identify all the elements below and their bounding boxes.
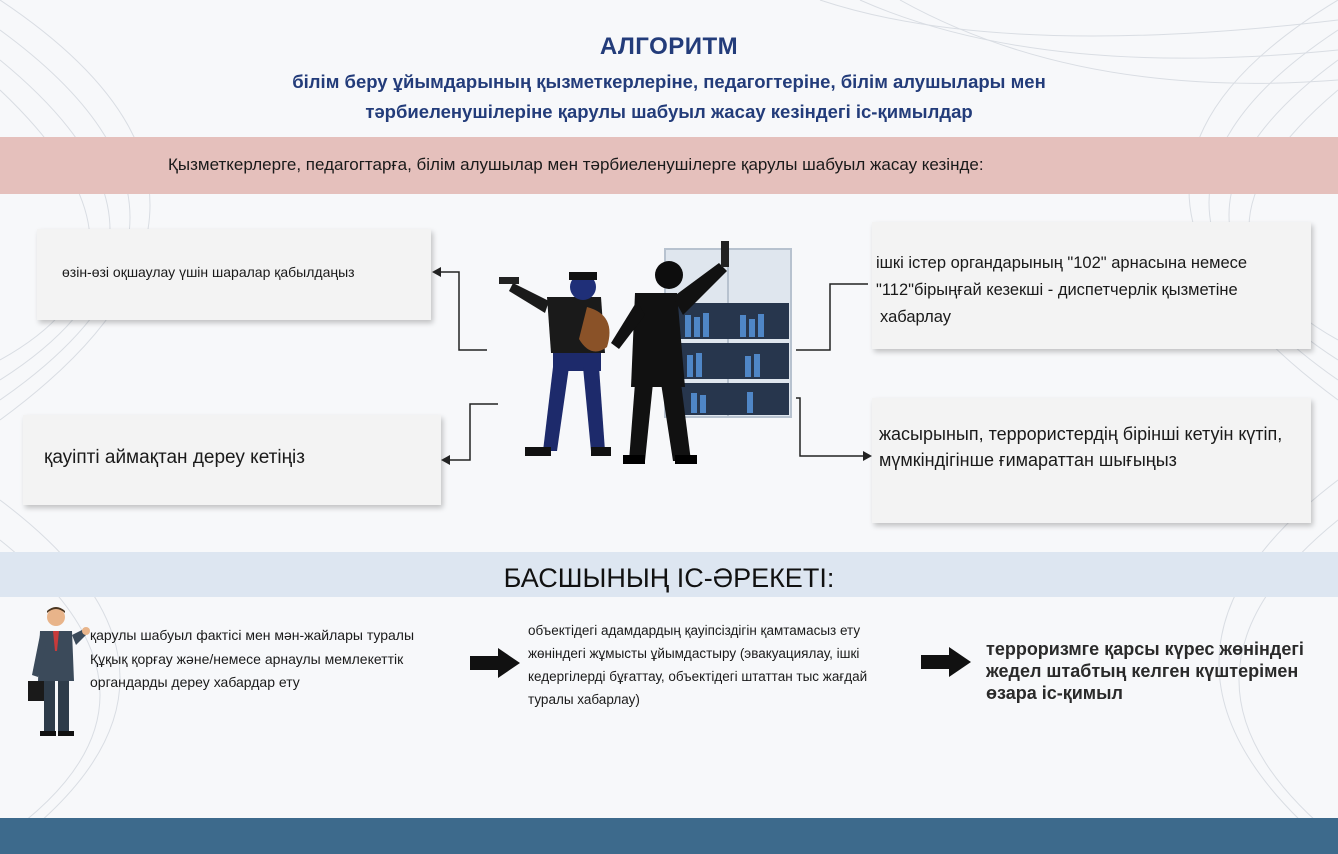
businessman-icon [28,607,90,736]
instruction-banner-text: Қызметкерлерге, педагогтарға, білім алуш… [168,155,984,174]
leader-section-band [0,552,1338,597]
card-leave-zone-text: қауіпті аймақтан дереу кетіңіз [44,447,305,468]
card-self-isolation [37,229,431,320]
card-call-line1: ішкі істер органдарының "102" арнасына н… [876,254,1248,272]
card-hide [872,398,1311,523]
page-subtitle-line2: тәрбиеленушілеріне қарулы шабуыл жасау к… [365,101,973,122]
armed-attackers-illustration [499,241,792,464]
page-subtitle-line1: білім беру ұйымдарының қызметкерлеріне, … [292,71,1046,92]
arrow-right-icon [470,648,520,678]
page-title: АЛГОРИТМ [599,33,739,60]
leader-action-organize: объектідегі адамдардың қауіпсіздігін қам… [528,623,868,707]
card-self-isolation-text: өзін-өзі оқшаулау үшін шаралар қабылдаңы… [62,264,355,280]
arrow-right-icon [921,647,971,677]
instruction-banner [0,137,1338,194]
card-call-police [872,222,1311,349]
card-leave-zone [23,415,441,505]
card-call-line3: хабарлау [880,308,951,326]
connector-arrows [432,267,872,465]
leader-action-notify: қарулы шабуыл фактісі мен мән-жайлары ту… [90,627,415,690]
card-hide-text: жасырынып, террористердің бірінші кетуін… [879,424,1283,470]
footer-bar [0,818,1338,854]
card-call-line2: "112"бірыңғай кезекші - диспетчерлік қыз… [876,281,1238,299]
card-call-police-text: ішкі істер органдарының "102" арнасына н… [876,250,1247,331]
leader-section-title: БАСШЫНЫҢ ІС-ӘРЕКЕТІ: [503,563,835,593]
leader-action-cooperate: терроризмге қарсы күрес жөніндегі жедел … [986,639,1304,703]
